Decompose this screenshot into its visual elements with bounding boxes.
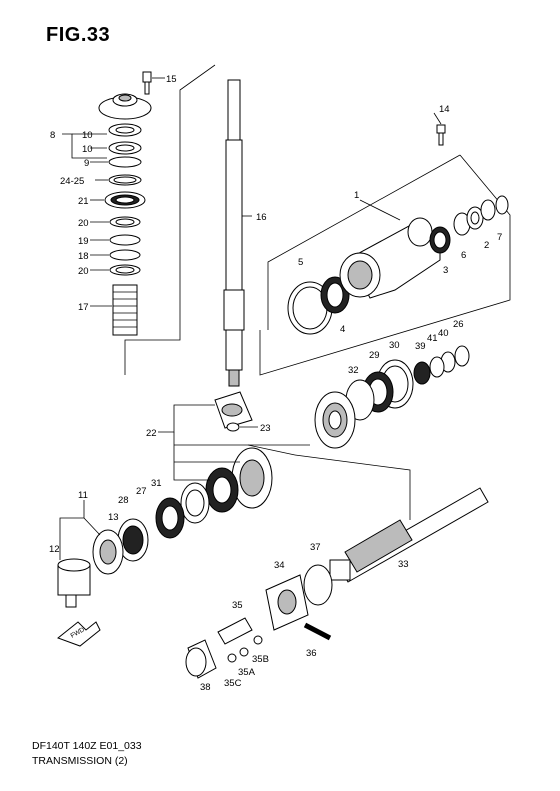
callout-34: 34 [274,560,285,571]
section-title: TRANSMISSION (2) [32,755,128,767]
callout-37: 37 [310,542,321,553]
sleeve-38[interactable] [185,639,217,679]
callout-5: 5 [298,257,303,268]
callout-31: 31 [151,478,162,489]
bearing-3[interactable] [429,226,451,254]
callout-17: 17 [78,302,89,313]
callout-41: 41 [427,333,438,344]
pin-36[interactable] [303,622,332,641]
callout-11: 11 [78,490,88,501]
bevel-gear-pointer-frame [247,444,411,520]
spring-washer-18[interactable] [109,249,141,261]
circlip-7[interactable] [495,195,509,215]
callout-12: 12 [49,544,60,555]
figure-title: FIG.33 [46,24,111,46]
callout-16: 16 [256,212,267,223]
bearing-28[interactable] [155,497,185,539]
propeller-shaft-housing-1[interactable] [339,217,441,299]
upper-right-assembly-frame [259,154,511,376]
callout-22: 22 [146,428,157,439]
callout-19: 19 [78,236,89,247]
callout-35c: 35C [224,678,242,689]
callout-20b: 20 [78,266,89,277]
callout-4: 4 [340,324,345,335]
callout-21: 21 [78,196,89,207]
bearing-housing-cap[interactable] [98,93,152,120]
shim-27[interactable] [180,482,210,524]
callout-24-25: 24-25 [60,176,84,187]
clutch-dog-34[interactable] [265,574,309,631]
callout-10a: 10 [82,130,93,141]
callout-2: 2 [484,240,489,251]
spring-35b[interactable] [253,635,263,645]
bearing-39[interactable] [413,361,431,385]
o-ring-9[interactable] [108,156,142,168]
callout-30: 30 [389,340,400,351]
shift-slider-35[interactable] [217,617,253,645]
bearing-housing-15[interactable] [142,71,152,95]
oil-seal-housing-5[interactable] [287,281,333,335]
oil-seal-10a[interactable] [108,123,142,137]
oil-seal-10b[interactable] [108,141,142,155]
callout-8: 8 [50,130,55,141]
callout-38: 38 [200,682,211,693]
shim-41[interactable] [429,356,445,378]
callout-28: 28 [118,495,129,506]
callout-26: 26 [453,319,464,330]
seal-6b[interactable] [466,206,484,230]
callout-35b: 35B [252,654,269,665]
seal-2[interactable] [480,199,496,221]
callout-7: 7 [497,232,502,243]
callout-10b: 10 [82,144,93,155]
callout-29: 29 [369,350,380,361]
shim-26[interactable] [454,345,470,367]
bearing-12[interactable] [57,558,91,608]
drive-shaft-16[interactable] [223,79,245,387]
bearing-21[interactable] [104,191,146,209]
callout-35a: 35A [238,667,256,678]
callout-20a: 20 [78,218,89,229]
callout-1: 1 [354,190,359,201]
forward-direction-arrow: FWD [56,621,101,647]
bearing-4[interactable] [320,276,350,314]
washer-20a[interactable] [109,216,141,228]
callout-18: 18 [78,251,89,262]
bearing-housing-11[interactable] [92,529,124,575]
callout-23: 23 [260,423,271,434]
callout-27: 27 [136,486,147,497]
bearing-31[interactable] [205,467,239,513]
ring-37[interactable] [303,564,333,606]
callout-3: 3 [443,265,448,276]
callout-13: 13 [108,512,119,523]
callout-32: 32 [348,365,359,376]
propeller-shaft-33[interactable] [329,487,489,583]
callout-33: 33 [398,559,409,570]
pinion-gear-22[interactable] [214,391,253,429]
left-assembly-frame [124,64,216,375]
leader-lines [59,77,442,560]
callout-40: 40 [438,328,449,339]
reverse-gear-bevel[interactable] [314,391,356,449]
model-code: DF140T 140Z E01_033 [32,740,142,752]
callout-15: 15 [166,74,177,85]
shim-24-25[interactable] [108,174,142,186]
callout-6: 6 [461,250,466,261]
ball-35c[interactable] [227,653,237,663]
callout-9: 9 [84,158,89,169]
callout-14: 14 [439,104,450,115]
bolt-14[interactable] [436,124,446,146]
forward-gear-bevel[interactable] [231,447,273,509]
circlip-19[interactable] [109,234,141,246]
callout-35: 35 [232,600,243,611]
ball-35a[interactable] [239,647,249,657]
bearing-17[interactable] [112,284,138,336]
callout-39: 39 [415,341,426,352]
washer-20b[interactable] [109,264,141,276]
callout-36: 36 [306,648,317,659]
nut-23[interactable] [226,422,240,432]
callout-labels: 15 8 10 10 9 24-25 21 20 19 18 20 17 16 … [49,74,502,693]
